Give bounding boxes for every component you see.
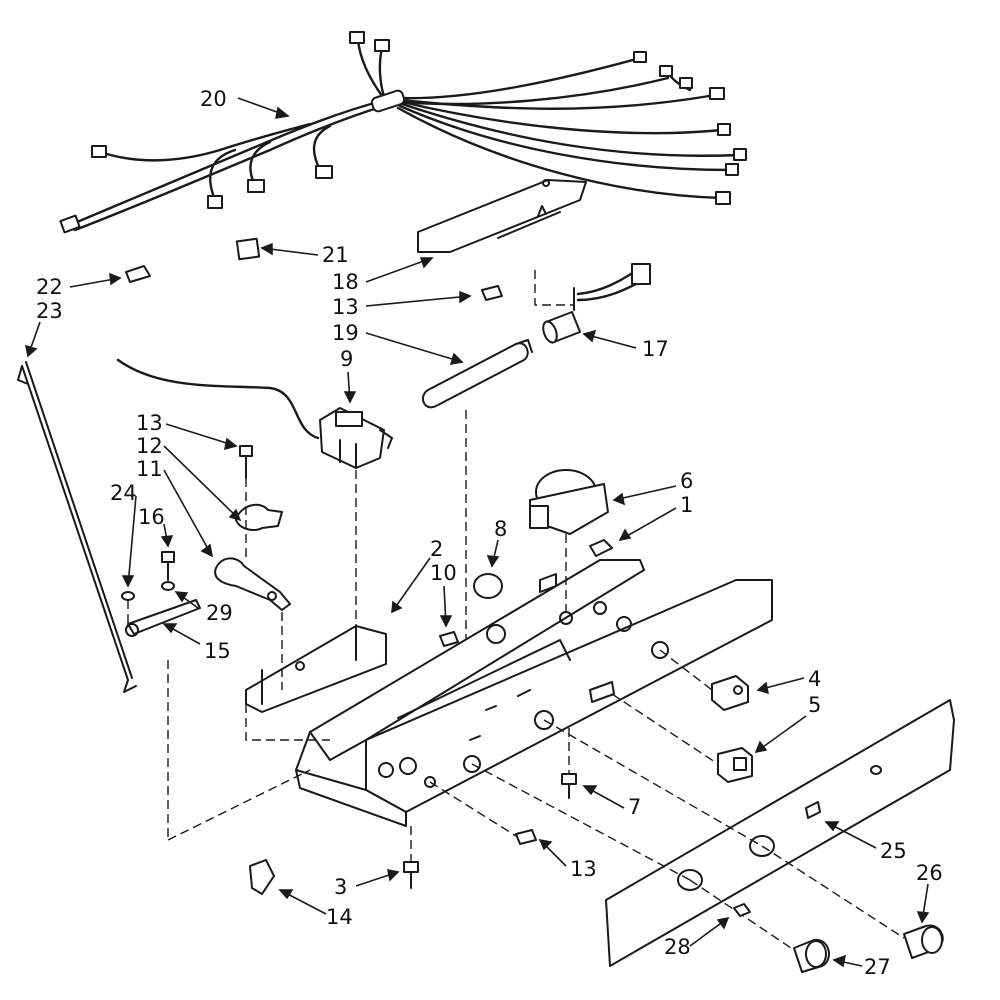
callout-12: 12	[136, 434, 163, 458]
defrost-heater-part-19	[421, 339, 533, 409]
callout-5: 5	[808, 693, 821, 717]
callout-9: 9	[340, 347, 353, 371]
callout-16: 16	[138, 505, 165, 529]
capacitor-part-17	[534, 263, 651, 344]
switch-part-5	[611, 693, 753, 783]
screw-part-7	[561, 728, 577, 799]
knob-part-8	[465, 410, 503, 640]
callout-2: 2	[430, 537, 443, 561]
screw-part-13-upper	[481, 285, 503, 301]
clip-part-28	[733, 903, 751, 917]
callout-22: 22	[36, 275, 63, 299]
rod-part-23	[17, 361, 137, 693]
callout-19: 19	[332, 321, 359, 345]
callout-14: 14	[326, 905, 353, 929]
callout-7: 7	[628, 795, 641, 819]
callout-13: 13	[570, 857, 597, 881]
thermostat-part-9	[116, 358, 393, 469]
screw-part-3	[403, 826, 419, 889]
callout-24: 24	[110, 481, 137, 505]
callout-15: 15	[204, 639, 231, 663]
connection-path	[167, 769, 311, 841]
callout-6: 6	[680, 469, 693, 493]
callout-8: 8	[494, 517, 507, 541]
callout-1: 1	[680, 493, 693, 517]
callout-18: 18	[332, 270, 359, 294]
control-housing-part-1	[295, 539, 773, 827]
callout-26: 26	[916, 861, 943, 885]
screw-part-13-lower	[429, 781, 537, 845]
bracket-part-21	[235, 237, 261, 261]
connection-path	[245, 704, 330, 741]
leader-lines	[25, 97, 930, 968]
callout-28: 28	[664, 935, 691, 959]
cover-part-18	[417, 179, 587, 253]
switch-part-4	[659, 649, 749, 711]
callout-21: 21	[322, 243, 349, 267]
callout-labels: 20 21 18 13 19 17 22 23 9 13 12 11 24 16…	[36, 87, 943, 979]
callout-11: 11	[136, 457, 163, 481]
clip-part-14	[249, 859, 275, 895]
callout-13: 13	[332, 295, 359, 319]
callout-20: 20	[200, 87, 227, 111]
callout-27: 27	[864, 955, 891, 979]
callout-17: 17	[642, 337, 669, 361]
callout-25: 25	[880, 839, 907, 863]
wire-harness	[59, 31, 747, 234]
callout-3: 3	[334, 875, 347, 899]
callout-23: 23	[36, 299, 63, 323]
callout-13: 13	[136, 411, 163, 435]
timer-part-6	[529, 469, 609, 612]
linkage-assembly	[121, 445, 291, 637]
screw-part-10	[439, 631, 459, 647]
knob-part-26	[761, 845, 944, 959]
callout-4: 4	[808, 667, 821, 691]
callout-29: 29	[206, 601, 233, 625]
front-panel-part-25	[471, 699, 955, 967]
clip-part-22	[125, 265, 151, 283]
callout-10: 10	[430, 561, 457, 585]
